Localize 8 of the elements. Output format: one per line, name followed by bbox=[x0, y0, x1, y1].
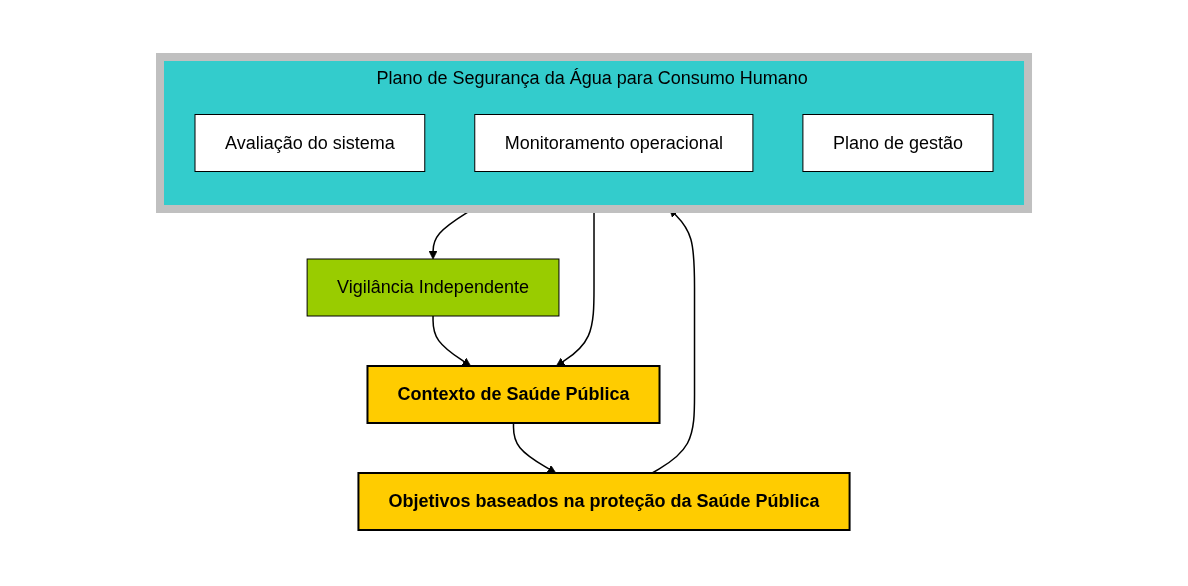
node-box: Objetivos baseados na proteção da Saúde Pública bbox=[357, 471, 851, 531]
node-box: Plano de gestão bbox=[802, 113, 994, 172]
arrow bbox=[432, 314, 471, 366]
node-box: Vigilância Independente bbox=[306, 258, 560, 316]
node-box: Avaliação do sistema bbox=[194, 113, 426, 172]
node-box: Contexto de Saúde Pública bbox=[366, 364, 661, 424]
arrow bbox=[512, 421, 557, 473]
node-box: Monitoramento operacional bbox=[474, 113, 754, 172]
